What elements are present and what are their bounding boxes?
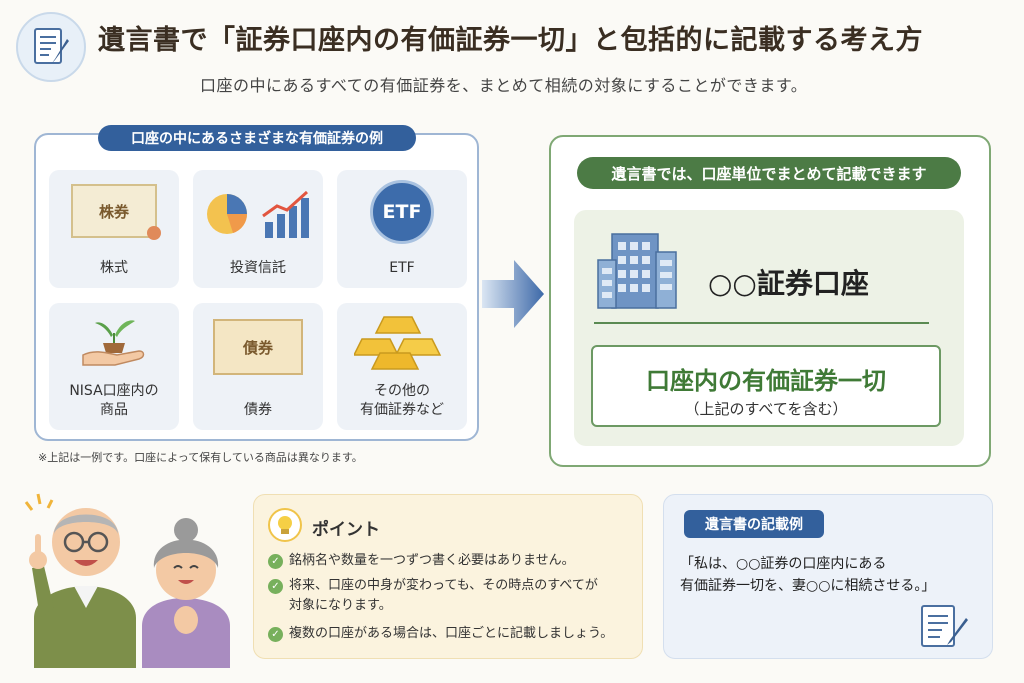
- card-stocks: 株券 株式: [49, 170, 179, 288]
- examples-heading: 口座の中にあるさまざまな有価証券の例: [98, 125, 416, 151]
- checkmark-icon: ✓: [268, 627, 283, 642]
- etf-globe-icon: ETF: [337, 180, 467, 244]
- checkmark-icon: ✓: [268, 579, 283, 594]
- point-item: ✓ 銘柄名や数量を一つずつ書く必要はありません。: [268, 551, 575, 571]
- examples-note: ※上記は一例です。口座によって保有している商品は異なります。: [38, 451, 363, 464]
- card-bonds: 債券 債券: [193, 303, 323, 430]
- page-title: 遺言書で「証券口座内の有価証券一切」と包括的に記載する考え方: [98, 25, 923, 56]
- card-label-bonds: 債券: [244, 402, 272, 419]
- account-contents-box: 口座内の有価証券一切 （上記のすべてを含む）: [591, 345, 941, 427]
- card-investment-trust: 投資信託: [193, 170, 323, 288]
- stock-certificate-icon: 株券: [49, 184, 179, 240]
- lightbulb-icon: [268, 508, 302, 546]
- points-box: [253, 494, 643, 659]
- card-label-investment-trust: 投資信託: [230, 260, 286, 277]
- point-item: ✓ 将来、口座の中身が変わっても、その時点のすべてが 対象になります。: [268, 576, 598, 616]
- elderly-couple-illustration: [24, 468, 244, 672]
- hand-with-sprout-icon: [49, 311, 179, 367]
- card-label-etf: ETF: [389, 260, 415, 277]
- checkmark-icon: ✓: [268, 554, 283, 569]
- pie-and-bar-chart-icon: [193, 188, 323, 240]
- right-arrow-icon: [482, 258, 544, 330]
- account-contents-main: 口座内の有価証券一切: [646, 367, 886, 395]
- point-text: 複数の口座がある場合は、口座ごとに記載しましょう。: [289, 626, 614, 641]
- etf-globe-text: ETF: [382, 201, 422, 223]
- point-text: 銘柄名や数量を一つずつ書く必要はありません。: [289, 553, 575, 568]
- account-contents-sub: （上記のすべてを含む）: [684, 400, 848, 418]
- bond-certificate-text: 債券: [242, 338, 273, 357]
- will-heading: 遺言書では、口座単位でまとめて記載できます: [577, 157, 961, 189]
- page-subtitle: 口座の中にあるすべての有価証券を、まとめて相続の対象にすることができます。: [200, 76, 808, 95]
- document-pen-icon: [16, 12, 86, 82]
- point-text: 将来、口座の中身が変わっても、その時点のすべてが 対象になります。: [289, 578, 598, 614]
- stock-certificate-text: 株券: [98, 202, 129, 221]
- card-nisa: NISA口座内の 商品: [49, 303, 179, 430]
- card-etf: ETF ETF: [337, 170, 467, 288]
- card-label-other: その他の 有価証券など: [360, 383, 444, 419]
- will-example-text: 「私は、○○証券の口座内にある 有価証券一切を、妻○○に相続させる。」: [680, 556, 936, 595]
- will-example-heading: 遺言書の記載例: [684, 510, 824, 538]
- account-name: ○○証券口座: [708, 267, 869, 300]
- office-building-icon: [596, 230, 680, 314]
- point-item: ✓ 複数の口座がある場合は、口座ごとに記載しましょう。: [268, 624, 613, 644]
- document-pen-icon: [918, 600, 970, 656]
- gold-bars-icon: [337, 313, 467, 371]
- card-other: その他の 有価証券など: [337, 303, 467, 430]
- card-label-nisa: NISA口座内の 商品: [69, 383, 159, 419]
- account-divider: [594, 322, 929, 324]
- bond-certificate-icon: 債券: [193, 319, 323, 375]
- card-label-stocks: 株式: [100, 260, 128, 277]
- points-title: ポイント: [312, 520, 380, 540]
